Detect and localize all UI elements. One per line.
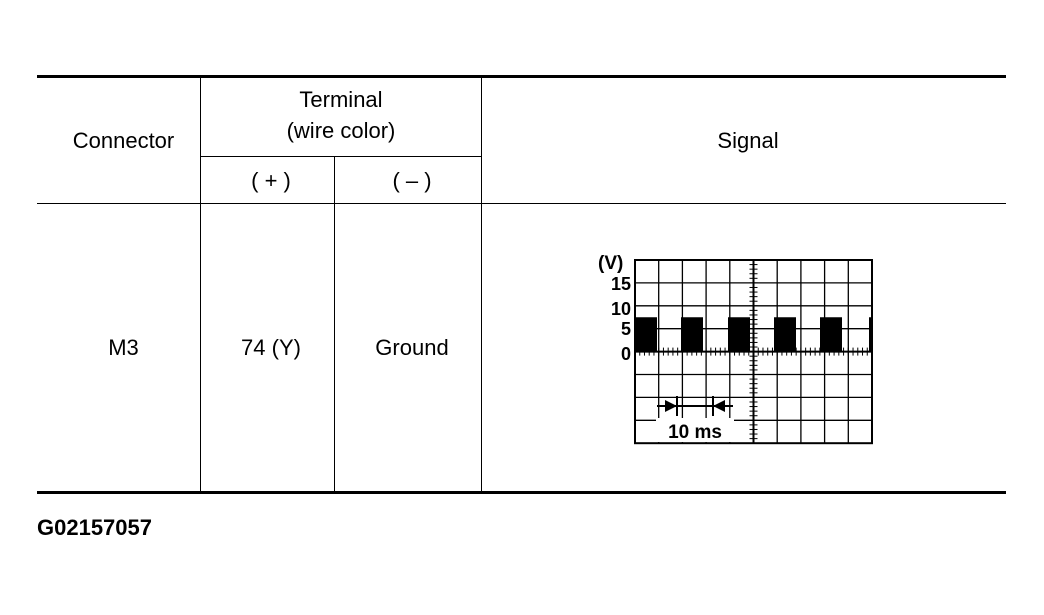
pulse-burst	[820, 317, 842, 352]
pulse-burst	[635, 317, 657, 352]
y-tick-10: 10	[611, 299, 631, 319]
y-tick-0: 0	[621, 344, 631, 364]
col-divider-2	[334, 157, 335, 491]
y-tick-15: 15	[611, 274, 631, 294]
header-signal-text: Signal	[717, 128, 779, 153]
time-scale-label: 10 ms	[668, 422, 722, 443]
table-top-rule	[37, 75, 1006, 78]
pulse-burst	[869, 317, 872, 352]
header-signal: Signal	[482, 78, 1014, 203]
header-connector-text: Connector	[72, 128, 175, 153]
time-scale-marker: 10 ms	[656, 396, 734, 443]
col-divider-1	[200, 78, 201, 491]
figure-id: G02157057	[37, 515, 152, 540]
scope-grid	[634, 259, 873, 445]
row-connector: M3	[37, 204, 210, 491]
scope-unit-label: (V)	[598, 253, 623, 274]
pulse-burst	[774, 317, 796, 352]
table-bottom-rule	[37, 491, 1006, 494]
row-connector-text: M3	[108, 335, 139, 360]
oscilloscope-trace: (V) 15 10 5 0 10 ms	[598, 253, 873, 445]
header-terminal-line2: (wire color)	[286, 118, 396, 143]
header-bottom-rule	[37, 203, 1006, 204]
row-plus: 74 (Y)	[201, 204, 341, 491]
row-minus: Ground	[335, 204, 489, 491]
pulse-burst	[681, 317, 703, 352]
row-plus-text: 74 (Y)	[241, 335, 301, 360]
row-minus-text: Ground	[375, 335, 449, 360]
pulse-waveform	[635, 317, 872, 352]
header-minus: ( – )	[335, 157, 489, 203]
header-terminal-line1: Terminal	[299, 87, 383, 112]
header-minus-text: ( – )	[392, 167, 432, 193]
header-terminal: Terminal (wire color)	[201, 82, 481, 148]
header-plus: ( + )	[201, 157, 341, 203]
terminal-sub-rule	[200, 156, 481, 157]
col-divider-3	[481, 78, 482, 491]
y-tick-5: 5	[621, 319, 631, 339]
pulse-burst	[728, 317, 750, 352]
header-connector: Connector	[37, 78, 210, 203]
header-plus-text: ( + )	[251, 167, 291, 193]
